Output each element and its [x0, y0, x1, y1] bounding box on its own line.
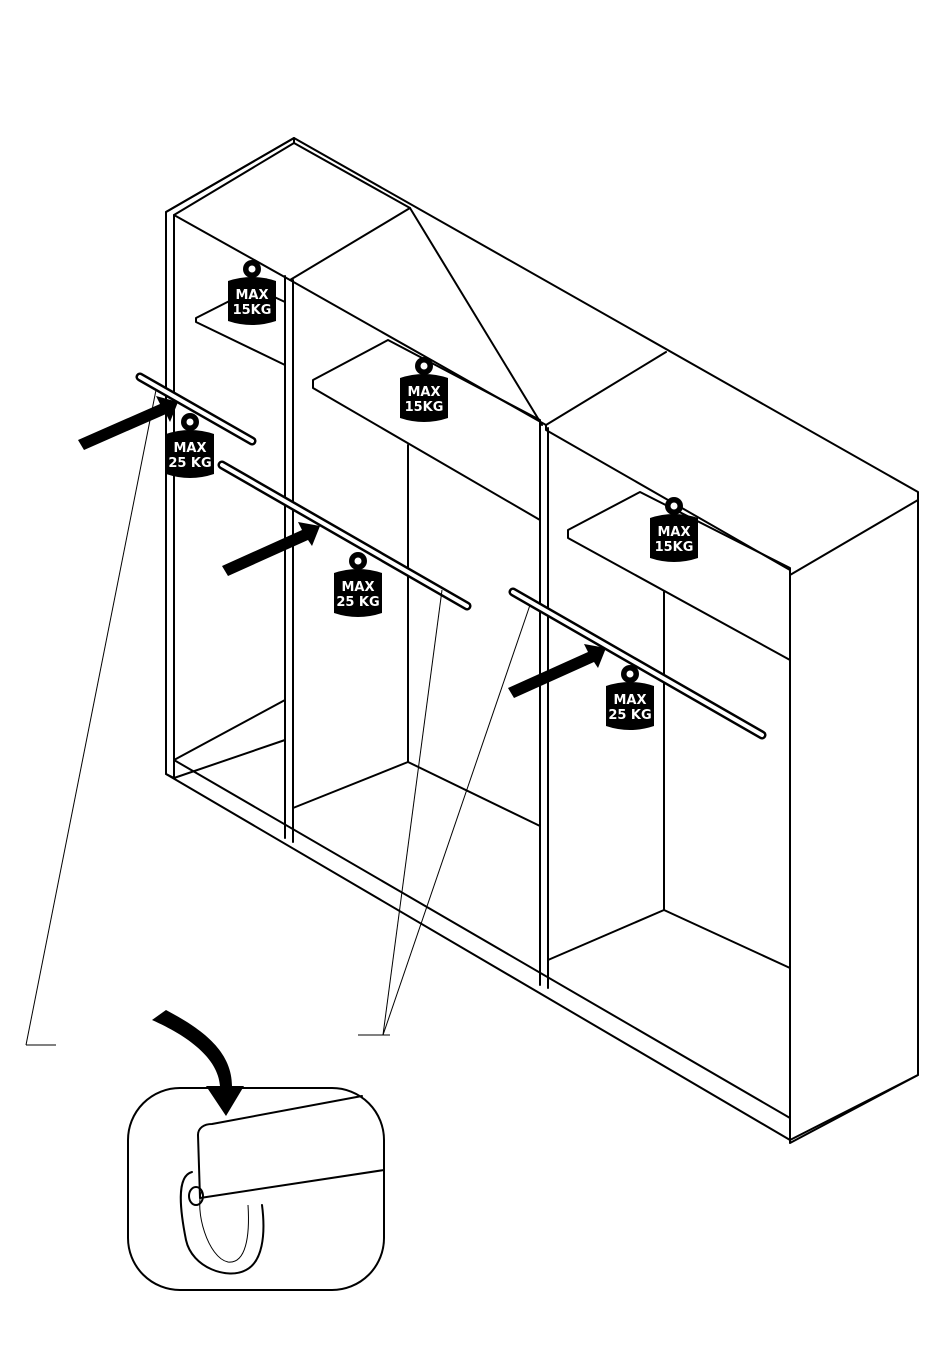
weight-label-max: MAX — [173, 441, 206, 456]
right-side-panel — [790, 500, 918, 1143]
weight-label-max: MAX — [407, 385, 440, 400]
weight-label-value: 25 KG — [608, 708, 651, 723]
arrow-icon — [222, 522, 320, 576]
curved-arrow-icon — [152, 1010, 244, 1116]
insertion-arrows — [78, 396, 606, 698]
weight-label-max: MAX — [613, 693, 646, 708]
weight-label-max: MAX — [341, 580, 374, 595]
arrow-icon — [508, 644, 606, 698]
wardrobe-frame — [166, 138, 918, 1143]
top-panel — [166, 138, 918, 1140]
weight-label-value: 15KG — [233, 303, 272, 318]
weight-label-value: 25 KG — [168, 456, 211, 471]
weight-label-value: 15KG — [655, 540, 694, 555]
weight-label-max: MAX — [235, 288, 268, 303]
weight-label-value: 15KG — [405, 400, 444, 415]
weight-label-value: 25 KG — [336, 595, 379, 610]
weight-label-max: MAX — [657, 525, 690, 540]
arrow-icon — [78, 396, 178, 450]
